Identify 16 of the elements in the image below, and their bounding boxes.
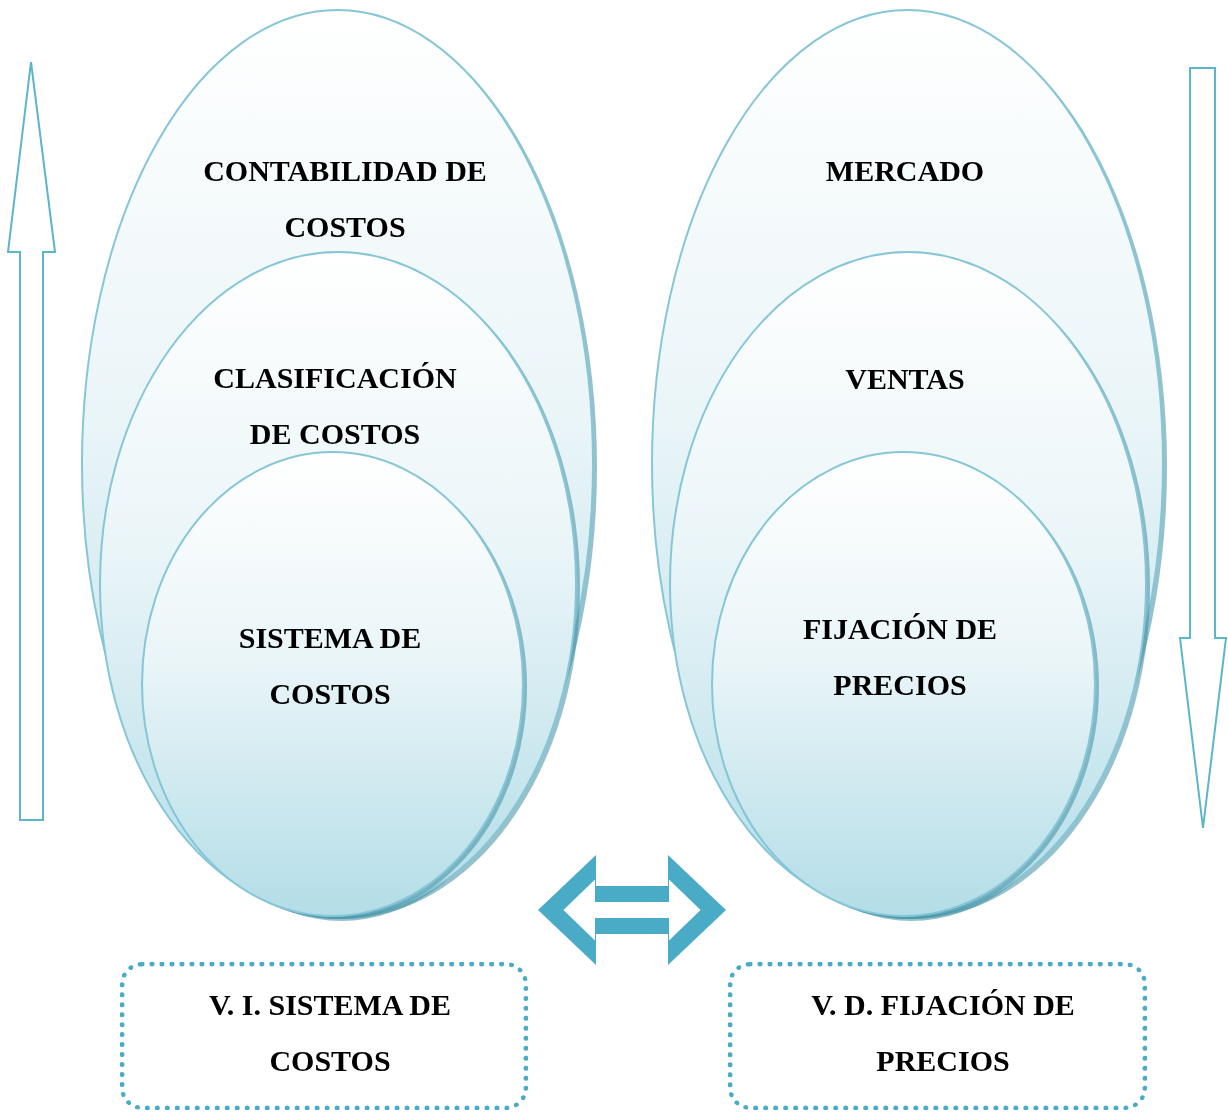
node-label: CONTABILIDAD DE COSTOS bbox=[202, 153, 488, 245]
ellipse-shape bbox=[668, 250, 1148, 918]
node-label: V. I. SISTEMA DE COSTOS bbox=[207, 987, 452, 1079]
ellipse-shape bbox=[98, 250, 578, 918]
node-label: VENTAS bbox=[844, 361, 966, 397]
ellipse-shape bbox=[140, 450, 525, 918]
node-label: SISTEMA DE COSTOS bbox=[237, 620, 423, 712]
dotted-box bbox=[728, 962, 1147, 1110]
node-label: V. D. FIJACIÓN DE PRECIOS bbox=[810, 987, 1076, 1079]
ellipse-shape bbox=[80, 8, 595, 920]
node-label: CLASIFICACIÓN DE COSTOS bbox=[212, 360, 458, 452]
dotted-box bbox=[120, 962, 528, 1110]
node-label: MERCADO bbox=[824, 153, 986, 189]
node-label: FIJACIÓN DE PRECIOS bbox=[801, 611, 999, 703]
ellipse-shape bbox=[650, 8, 1165, 920]
ellipse-shape bbox=[710, 450, 1097, 918]
